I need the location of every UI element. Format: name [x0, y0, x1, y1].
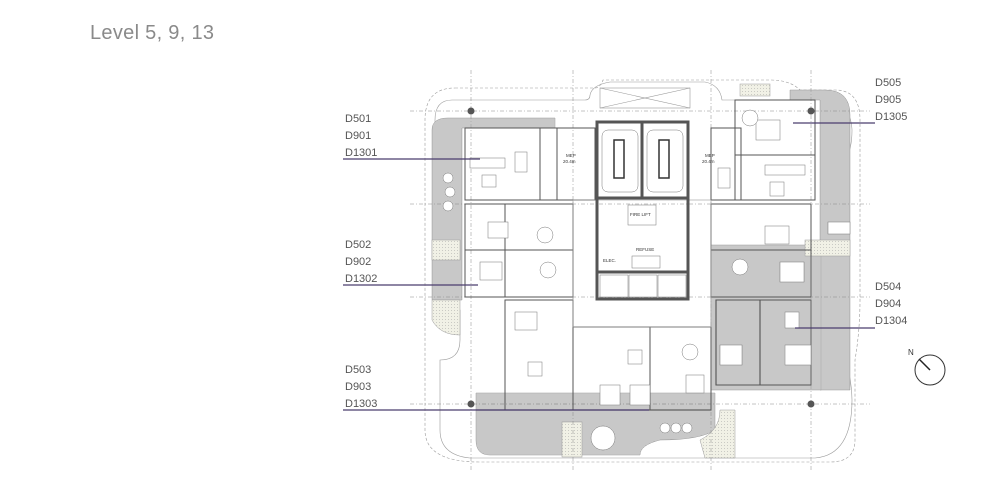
lift-1	[599, 274, 629, 298]
planter-west	[431, 239, 461, 261]
unit-label-group-d503: D503 D903 D1303	[345, 364, 377, 410]
unit-d501-walls	[464, 127, 596, 201]
mep-right-size: 20.4m	[702, 159, 715, 164]
void-north	[599, 87, 691, 109]
lift-2	[628, 274, 658, 298]
unit-label: D504	[875, 281, 901, 293]
planter-east	[804, 239, 851, 257]
unit-label: D1304	[875, 315, 907, 327]
unit-label: D501	[345, 113, 371, 125]
stair-east	[646, 129, 684, 193]
refuse-label: REFUSE	[636, 247, 654, 252]
unit-label: D1301	[345, 147, 377, 159]
terrace-south	[475, 392, 716, 456]
unit-label-group-d502: D502 D902 D1302	[345, 239, 377, 285]
page-title: Level 5, 9, 13	[90, 22, 215, 44]
elec-label: ELEC.	[603, 258, 616, 263]
unit-label: D1305	[875, 111, 907, 123]
unit-label: D902	[345, 256, 371, 268]
unit-label: D904	[875, 298, 901, 310]
unit-label-group-d504: D504 D904 D1304	[875, 281, 907, 327]
lobby-corridor	[572, 199, 712, 328]
fire-lift-label: FIRE LIFT	[630, 212, 651, 217]
unit-label: D1303	[345, 398, 377, 410]
planter-southwest	[431, 299, 461, 336]
unit-d502-walls	[464, 203, 574, 298]
stair-west	[601, 129, 639, 193]
mep-left-size: 20.4m	[563, 159, 576, 164]
lift-3	[657, 274, 687, 298]
mep-right-label: MEP	[705, 153, 715, 158]
unit-label: D903	[345, 381, 371, 393]
unit-label: D505	[875, 77, 901, 89]
unit-d505-walls	[710, 99, 816, 201]
north-compass-icon: N	[908, 348, 946, 386]
building-core: FIRE LIFT REFUSE ELEC. MEP 20.4m MEP 20.…	[563, 120, 715, 301]
unit-label-group-d505: D505 D905 D1305	[875, 77, 907, 123]
unit-label: D502	[345, 239, 371, 251]
mep-left-label: MEP	[566, 153, 576, 158]
unit-label: D901	[345, 130, 371, 142]
planter-southeast	[699, 409, 736, 459]
terrace-east	[710, 244, 822, 391]
planter-north	[739, 83, 771, 97]
compass-north-label: N	[908, 348, 914, 357]
unit-label-group-d501: D501 D901 D1301	[345, 113, 377, 159]
planter-south	[561, 421, 583, 458]
unit-label: D1302	[345, 273, 377, 285]
terrace-west	[431, 117, 556, 301]
fire-lift	[627, 204, 657, 226]
unit-d504-walls	[710, 203, 812, 386]
refuse-bins	[631, 255, 661, 269]
unit-label: D503	[345, 364, 371, 376]
furniture	[442, 109, 851, 451]
site-boundary	[424, 79, 861, 463]
unit-label: D905	[875, 94, 901, 106]
